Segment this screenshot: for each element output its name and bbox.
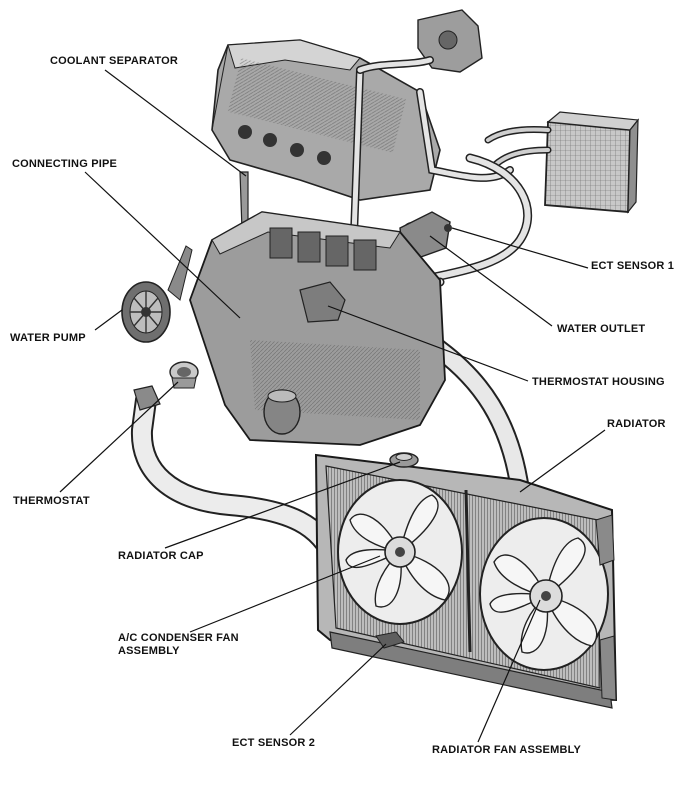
lower-hose-fitting (133, 385, 161, 411)
label-ect-sensor-1: ECT SENSOR 1 (591, 260, 675, 272)
label-coolant-separator: COOLANT SEPARATOR (50, 55, 179, 67)
label-water-pump: WATER PUMP (10, 332, 86, 344)
heater-core (484, 111, 640, 214)
leader-thermostat (59, 381, 179, 493)
radiator (314, 452, 618, 709)
leader-radiator-cap (164, 461, 401, 549)
water-pump (121, 245, 193, 343)
leader-lines (59, 69, 606, 743)
label-connecting-pipe: CONNECTING PIPE (12, 158, 118, 170)
label-thermostat-housing: THERMOSTAT HOUSING (532, 376, 665, 388)
leader-radiator-fan (477, 599, 541, 743)
leader-connecting-pipe (84, 171, 241, 319)
label-water-outlet: WATER OUTLET (557, 323, 646, 335)
leader-ect-sensor-1 (451, 227, 589, 269)
label-ect-sensor-2: ECT SENSOR 2 (232, 737, 316, 749)
thermostat (169, 361, 199, 389)
radiator-fan (489, 537, 598, 654)
leader-water-outlet (429, 235, 553, 327)
label-radiator-fan-assembly: RADIATOR FAN ASSEMBLY (432, 744, 582, 756)
leader-thermostat-housing (327, 305, 529, 382)
label-ac-condenser-fan-line1: A/C CONDENSER FAN (118, 632, 239, 644)
label-thermostat: THERMOSTAT (13, 495, 90, 507)
engine-block (189, 211, 446, 446)
label-radiator: RADIATOR (607, 418, 666, 430)
leader-coolant-separator (104, 69, 247, 177)
leader-ect-sensor-2 (289, 643, 387, 736)
label-ac-condenser-fan-line2: ASSEMBLY (118, 645, 180, 657)
leader-water-pump (94, 309, 123, 331)
leader-ac-condenser-fan (189, 555, 381, 633)
label-radiator-cap: RADIATOR CAP (118, 550, 204, 562)
leader-radiator (519, 429, 606, 493)
top-bracket (417, 9, 483, 73)
